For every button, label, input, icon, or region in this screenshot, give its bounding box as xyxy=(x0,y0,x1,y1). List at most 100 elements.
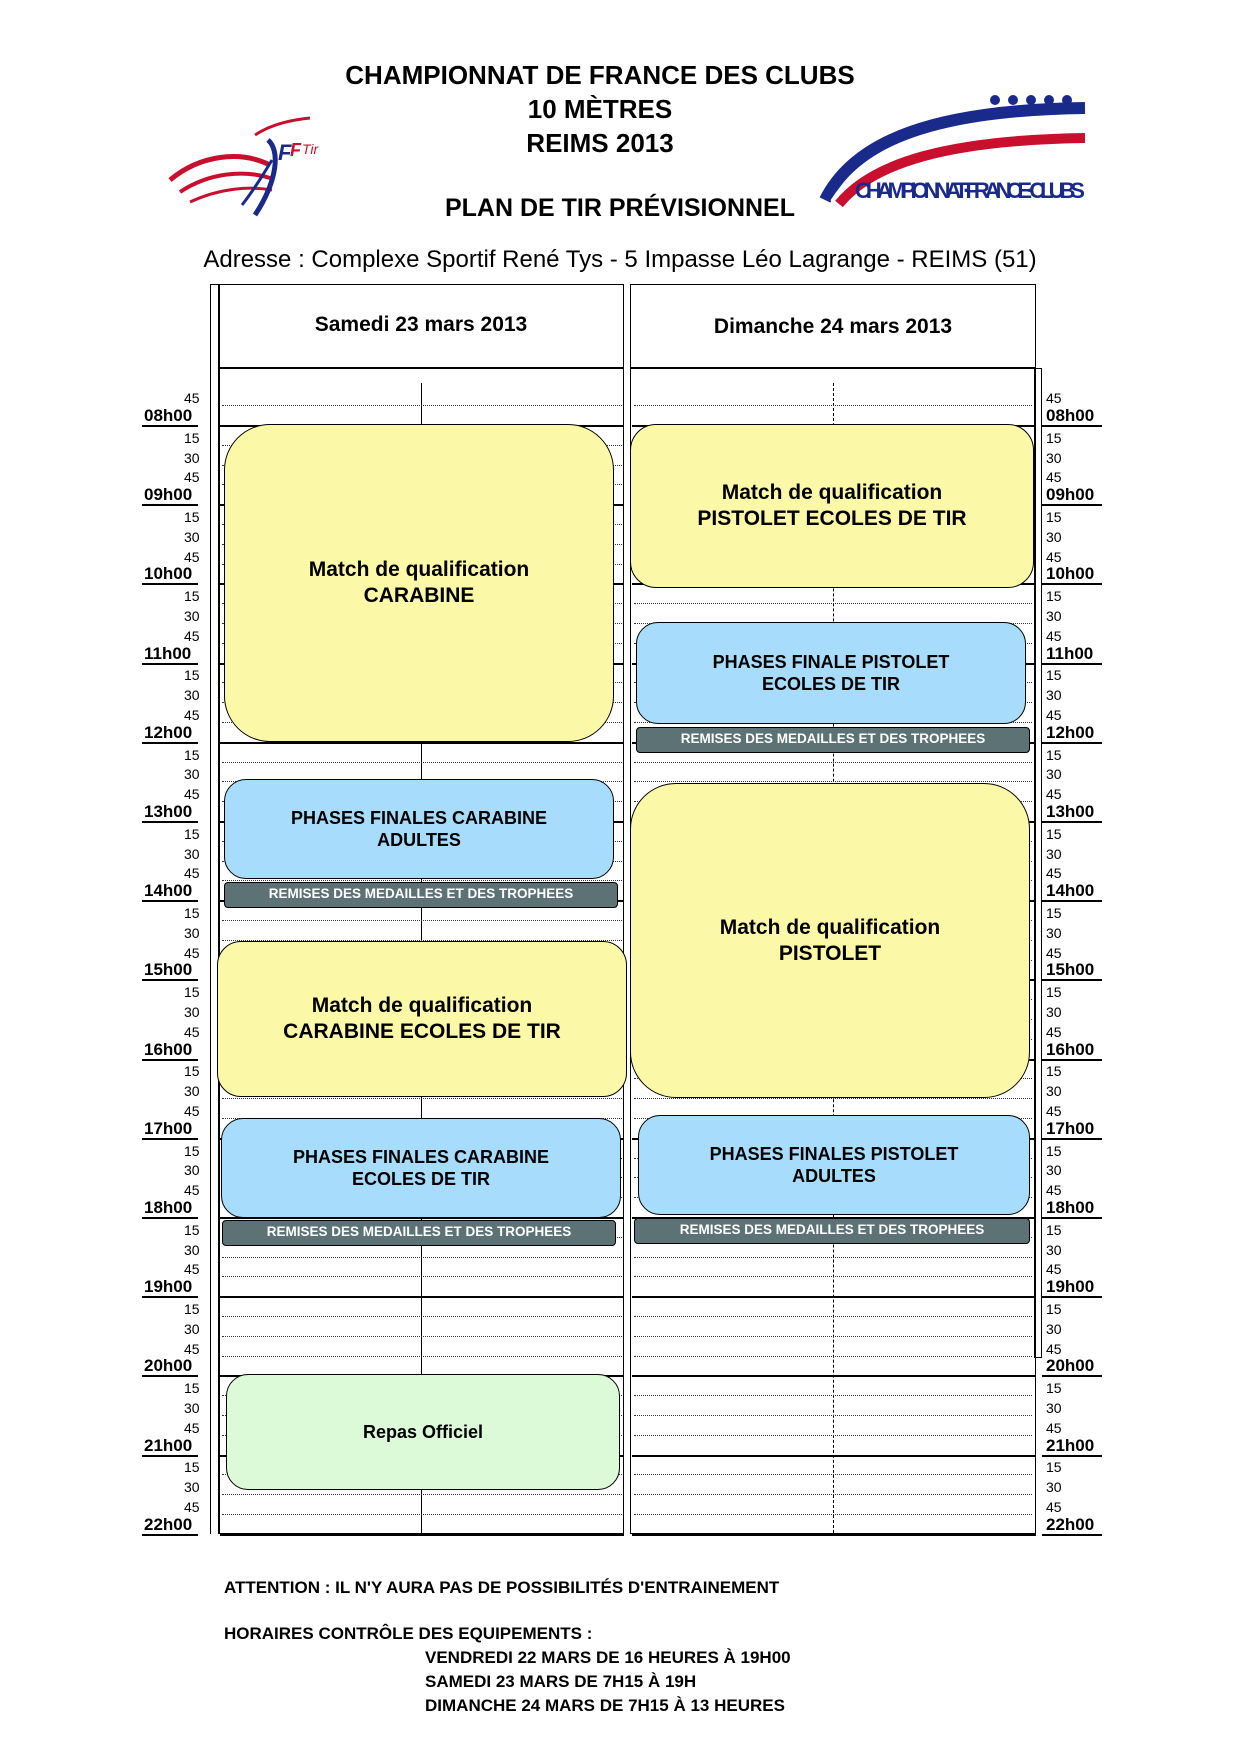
hour-rule-left xyxy=(142,1454,198,1457)
sunday-outer-frame xyxy=(1034,368,1042,1358)
svg-text:F: F xyxy=(278,140,292,165)
hour-line xyxy=(632,1454,1036,1457)
time-label-left: 30 xyxy=(184,1162,200,1179)
hour-label-left: 12h00 xyxy=(144,722,193,742)
hour-label-left: 09h00 xyxy=(144,485,193,505)
time-label-right: 15 xyxy=(1046,825,1062,842)
time-label-left: 30 xyxy=(184,687,200,704)
time-label-right: 45 xyxy=(1046,865,1062,882)
championnat-logo: CHAMPIONNAT·FRANCE·CLUBS xyxy=(815,90,1095,220)
time-label-right: 15 xyxy=(1046,905,1062,921)
time-label-left: 45 xyxy=(184,1023,200,1040)
time-label-left: 30 xyxy=(184,449,200,466)
hour-rule-left xyxy=(142,1296,198,1299)
time-label-left: 30 xyxy=(184,1083,200,1100)
quarter-line xyxy=(634,1316,1032,1317)
quarter-line xyxy=(634,1276,1032,1278)
quarter-line xyxy=(222,761,622,763)
time-label-left: 30 xyxy=(184,766,200,783)
event-line: PHASES FINALE PISTOLET xyxy=(712,652,950,672)
time-label-right: 30 xyxy=(1046,1479,1062,1496)
hour-rule-left xyxy=(142,741,198,744)
time-label-right: 30 xyxy=(1046,924,1062,941)
time-label-left: 45 xyxy=(184,627,200,644)
time-label-left: 45 xyxy=(184,1340,200,1357)
event-line: Match de qualification xyxy=(308,558,530,581)
time-label-right: 45 xyxy=(1046,390,1062,407)
time-label-right: 15 xyxy=(1046,509,1062,525)
time-label-right: 45 xyxy=(1046,707,1062,723)
time-label-right: 30 xyxy=(1046,1004,1062,1020)
hour-rule-left xyxy=(142,583,198,586)
quarter-line xyxy=(634,781,1032,783)
hour-label-left: 22h00 xyxy=(144,1514,193,1534)
time-label-right: 15 xyxy=(1046,984,1062,1001)
event-line: ECOLES DE TIR xyxy=(351,1169,490,1189)
hour-rule-right xyxy=(1042,741,1102,744)
hour-label-right: 18h00 xyxy=(1046,1198,1095,1217)
quarter-line xyxy=(634,1494,1032,1496)
address: Adresse : Complexe Sportif René Tys - 5 … xyxy=(203,246,1037,273)
hour-line xyxy=(632,1296,1036,1299)
title-line-1: CHAMPIONNAT DE FRANCE DES CLUBS xyxy=(345,60,855,90)
hour-rule-right xyxy=(1042,425,1102,427)
hour-rule-right xyxy=(1042,1217,1102,1219)
svg-text:Tir: Tir xyxy=(302,141,320,157)
event-line: PHASES FINALES PISTOLET xyxy=(709,1144,959,1164)
time-label-right: 30 xyxy=(1046,449,1062,466)
footer-horaires: HORAIRES CONTRÔLE DES EQUIPEMENTS : xyxy=(224,1624,593,1643)
time-label-left: 45 xyxy=(184,1261,200,1278)
time-label-right: 30 xyxy=(1046,1400,1062,1416)
event-line: Match de qualification xyxy=(311,994,533,1017)
time-label-right: 30 xyxy=(1046,1320,1062,1337)
time-label-left: 45 xyxy=(184,1499,200,1515)
saturday-outer-frame xyxy=(210,284,220,1534)
medals-saturday-1: REMISES DES MEDAILLES ET DES TROPHEES xyxy=(224,882,618,908)
event-line: PHASES FINALES CARABINE xyxy=(290,808,548,828)
hour-label-left: 17h00 xyxy=(144,1118,193,1138)
hour-label-left: 10h00 xyxy=(144,564,193,584)
hour-label-left: 16h00 xyxy=(144,1039,193,1059)
hour-rule-left xyxy=(142,900,198,903)
event-line: PISTOLET xyxy=(778,941,882,965)
medals-sunday-1: REMISES DES MEDAILLES ET DES TROPHEES xyxy=(636,727,1030,753)
event-repas-officiel: Repas Officiel xyxy=(226,1374,620,1490)
quarter-line xyxy=(634,1474,1032,1476)
hour-label-right: 16h00 xyxy=(1046,1039,1095,1059)
time-label-right: 15 xyxy=(1046,588,1062,605)
hour-label-right: 21h00 xyxy=(1046,1435,1095,1455)
time-label-right: 30 xyxy=(1046,528,1062,545)
hour-label-left: 14h00 xyxy=(144,881,193,901)
time-label-right: 45 xyxy=(1046,1419,1062,1436)
hour-rule-right xyxy=(1042,979,1102,982)
time-label-right: 15 xyxy=(1046,1063,1062,1080)
quarter-line xyxy=(222,920,622,921)
time-label-right: 15 xyxy=(1046,1221,1062,1238)
time-label-right: 45 xyxy=(1046,944,1062,961)
quarter-line xyxy=(634,1395,1032,1397)
hour-label-right: 11h00 xyxy=(1046,643,1094,663)
event-line: Match de qualification xyxy=(719,915,941,939)
time-label-right: 15 xyxy=(1046,667,1062,684)
event-line: PHASES FINALES CARABINE xyxy=(292,1147,550,1167)
time-label-right: 15 xyxy=(1046,429,1062,446)
time-label-left: 30 xyxy=(184,1320,200,1337)
quarter-line xyxy=(222,1514,622,1515)
hour-line xyxy=(632,1375,1036,1378)
time-label-right: 45 xyxy=(1046,786,1062,803)
time-label-right: 30 xyxy=(1046,1241,1062,1258)
title-line-3: REIMS 2013 xyxy=(526,128,674,158)
hour-rule-right xyxy=(1042,900,1102,903)
quarter-line xyxy=(222,1335,622,1337)
time-label-left: 15 xyxy=(184,1063,200,1080)
time-label-right: 30 xyxy=(1046,1162,1062,1179)
svg-text:CHAMPIONNAT·FRANCE·CLUBS: CHAMPIONNAT·FRANCE·CLUBS xyxy=(855,178,1085,203)
hour-rule-left xyxy=(142,425,198,427)
hour-rule-right xyxy=(1042,1058,1102,1061)
time-label-left: 15 xyxy=(184,1380,200,1397)
